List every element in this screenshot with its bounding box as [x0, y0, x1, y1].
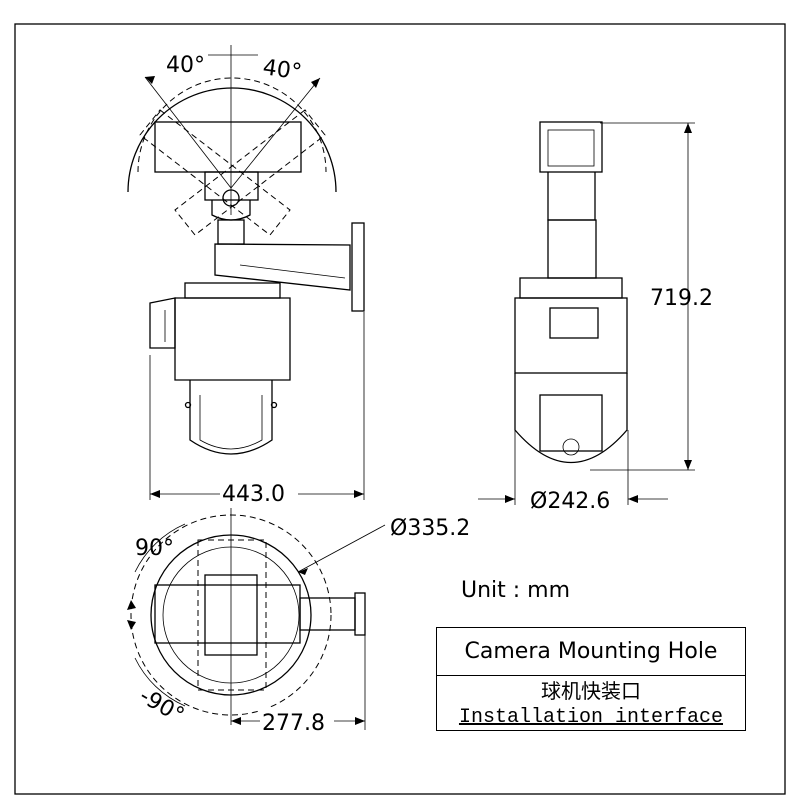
label-pan-down: -90°: [135, 684, 188, 729]
tilt-axis: [222, 189, 240, 207]
front-dome: [514, 373, 628, 463]
unit-label: Unit : mm: [461, 578, 571, 603]
dim-arrow: [231, 717, 241, 725]
pan-arc-up: [134, 523, 186, 573]
label-top-diameter: Ø335.2: [390, 516, 470, 541]
dim-arrow: [628, 495, 638, 503]
sunshield: [149, 297, 176, 349]
dome-inner: [199, 395, 263, 450]
label-height: 719.2: [650, 286, 713, 311]
dim-arrow: [505, 495, 515, 503]
arrow-pan: [127, 620, 136, 630]
dia-leader: [297, 524, 386, 573]
label-side-width: 443.0: [222, 482, 285, 507]
mounting-hole-table: Camera Mounting Hole 球机快装口 Installation …: [436, 627, 746, 731]
front-thermal-box: [539, 121, 603, 173]
housing-body: [174, 297, 291, 381]
tilted-box-up: [174, 109, 326, 236]
top-arm-body: [154, 584, 301, 644]
front-lens-window: [549, 307, 599, 339]
top-wall-plate: [354, 592, 366, 636]
screw: [270, 401, 278, 409]
top-bracket: [299, 597, 356, 631]
label-bg: [260, 707, 334, 733]
dim-arrow: [684, 460, 692, 470]
front-bracket: [547, 172, 596, 221]
top-stem: [217, 219, 245, 245]
thermal-bracket: [204, 171, 259, 201]
mounting-hole-header: Camera Mounting Hole: [437, 628, 745, 676]
dim-arrow: [354, 490, 364, 498]
dim-arrow: [355, 717, 365, 725]
front-stem: [547, 219, 597, 279]
wall-plate: [351, 222, 365, 312]
arrow-right: [311, 78, 320, 88]
bracket-rib: [239, 264, 346, 279]
side-view: [127, 45, 365, 500]
dia-arrow: [298, 568, 308, 575]
outer-frame: [14, 23, 786, 795]
screw: [184, 401, 192, 409]
housing-top-ring: [184, 282, 281, 299]
front-dome-window: [539, 394, 603, 452]
label-pan-up: 90°: [135, 536, 174, 561]
tilted-box-down: [139, 109, 291, 236]
arrow-pan: [127, 600, 136, 610]
dim-arrow: [150, 490, 160, 498]
front-housing: [514, 297, 628, 374]
label-bg: [220, 479, 298, 505]
arrow-left: [145, 76, 155, 84]
label-front-diameter: Ø242.6: [530, 489, 610, 514]
tilt-arc-inner: [137, 77, 327, 173]
pan-arc-down: [134, 657, 186, 707]
front-lens: [562, 438, 580, 456]
angle-leader-left: [144, 76, 232, 189]
tilt-arc: [127, 87, 337, 193]
front-top-ring: [519, 277, 623, 299]
label-tilt-right: 40°: [261, 55, 303, 85]
angle-leader-right: [230, 77, 321, 189]
bracket-arm: [214, 243, 351, 291]
mounting-hole-cn: 球机快装口: [541, 679, 641, 703]
thermal-top-outline: [197, 539, 267, 691]
dome-lower: [189, 380, 273, 455]
label-tilt-left: 40°: [166, 53, 205, 78]
front-view: [478, 121, 695, 505]
label-top-offset: 277.8: [262, 711, 325, 736]
dim-arrow: [684, 123, 692, 133]
front-thermal-window: [547, 129, 595, 167]
mounting-hole-en: Installation interface: [458, 706, 724, 729]
